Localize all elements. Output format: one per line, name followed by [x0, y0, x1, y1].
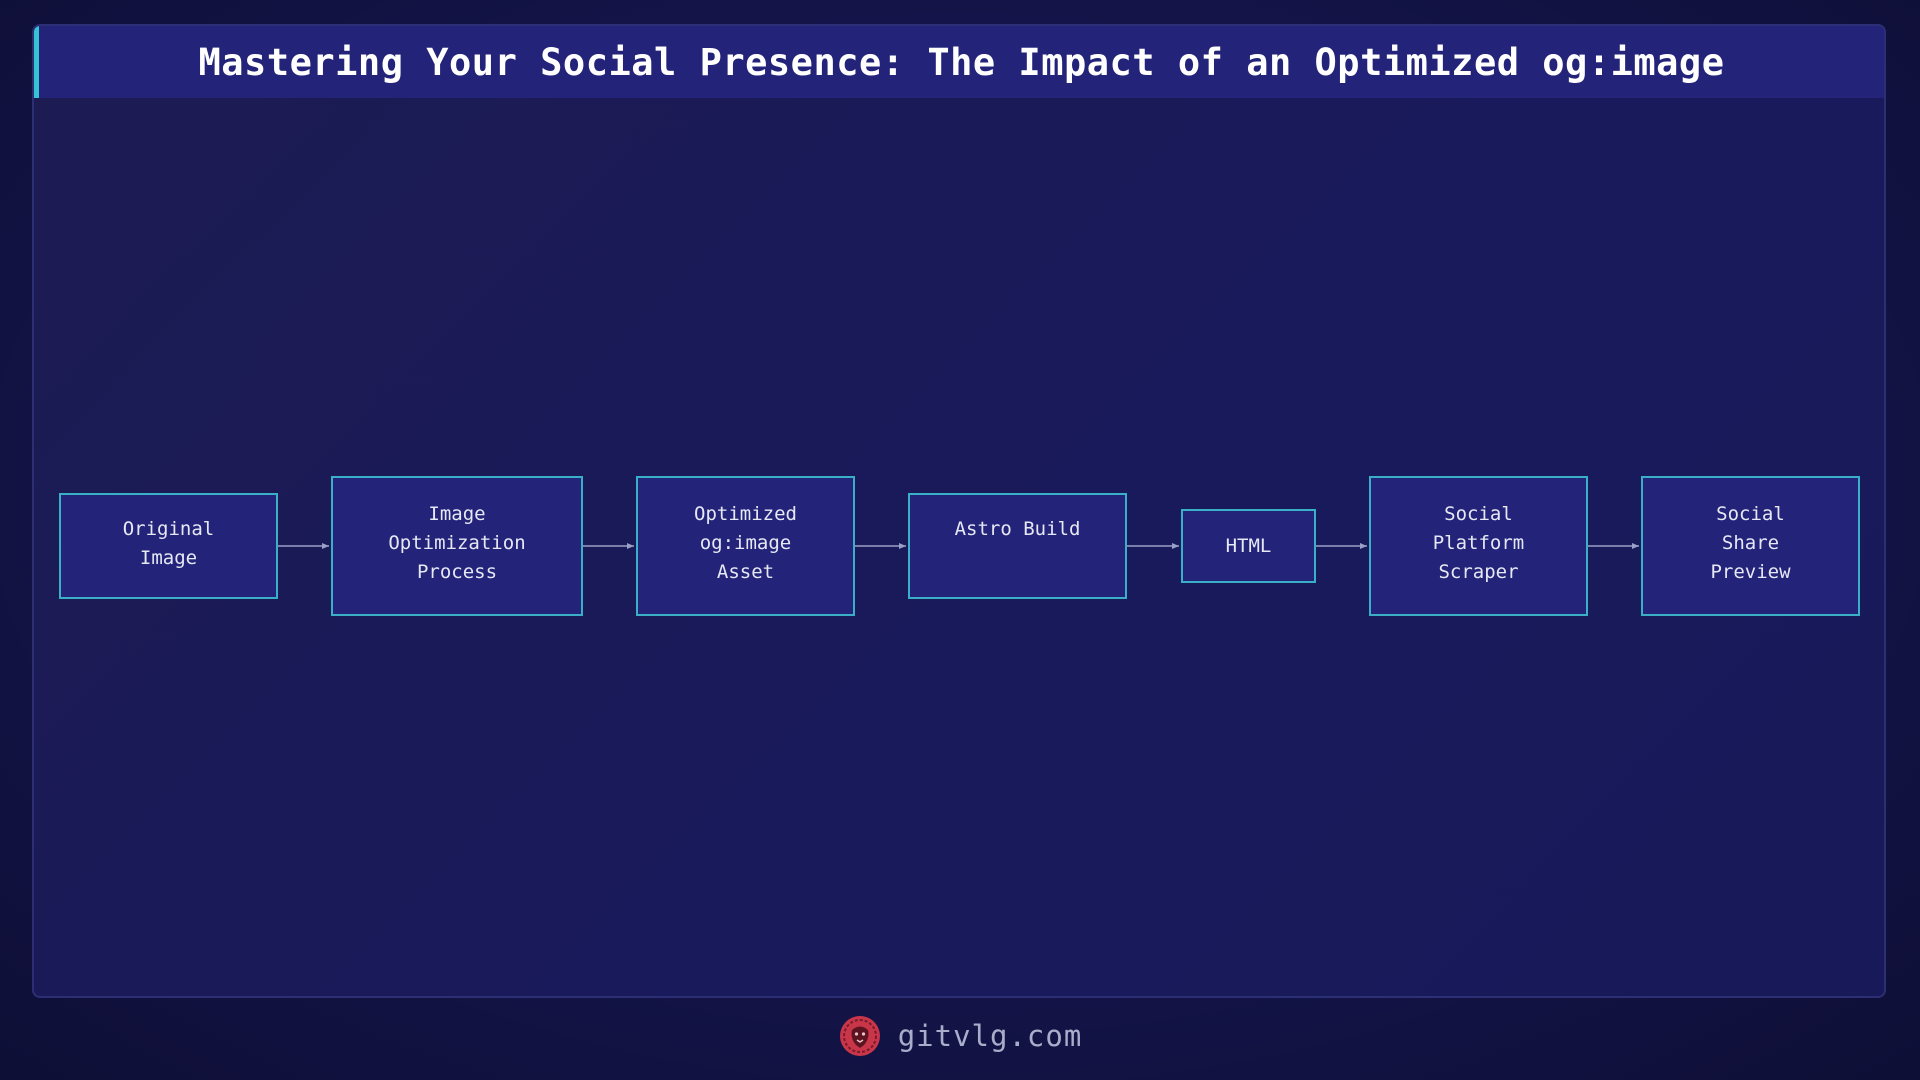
node-label: Astro Build [954, 518, 1081, 540]
node-original-image: Original Image [59, 493, 278, 599]
node-label: Optimized og:image Asset [694, 503, 797, 583]
footer: gitvlg.com [0, 1008, 1920, 1064]
lion-logo-icon [838, 1014, 882, 1058]
node-astro-build: Astro Build [908, 493, 1127, 599]
node-social-platform-scraper: Social Platform Scraper [1369, 476, 1588, 616]
page-title: Mastering Your Social Presence: The Impa… [198, 40, 1725, 84]
node-label: Social Platform Scraper [1432, 503, 1525, 583]
node-label: Original Image [122, 518, 215, 569]
node-label: HTML [1225, 535, 1272, 557]
node-html: HTML [1181, 509, 1316, 583]
node-social-share-preview: Social Share Preview [1641, 476, 1860, 616]
title-bar: Mastering Your Social Presence: The Impa… [34, 26, 1884, 98]
node-label: Social Share Preview [1710, 503, 1791, 583]
node-optimized-ogimage-asset: Optimized og:image Asset [636, 476, 855, 616]
node-image-optimization-process: Image Optimization Process [331, 476, 583, 616]
footer-site-url: gitvlg.com [897, 1019, 1083, 1053]
node-label: Image Optimization Process [388, 503, 526, 583]
